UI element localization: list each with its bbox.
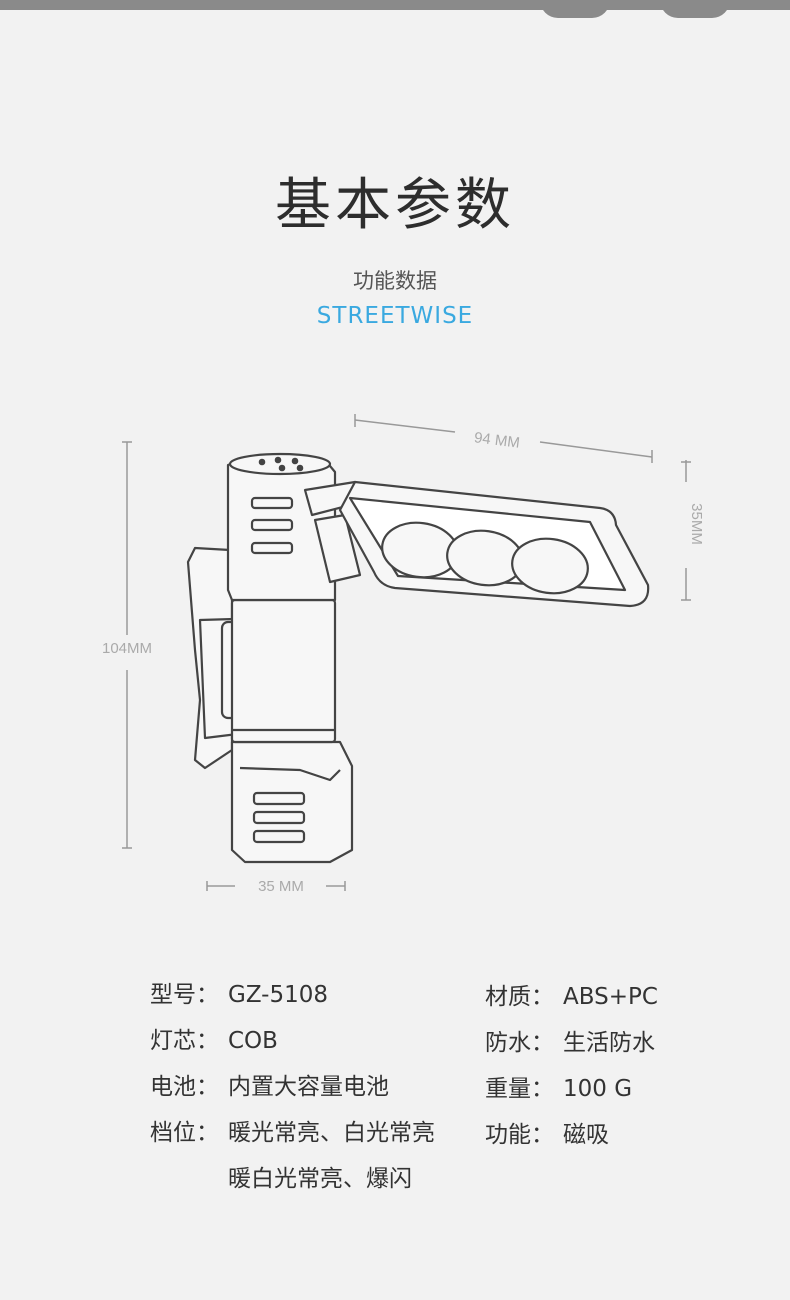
brand-name: STREETWISE: [316, 303, 474, 329]
spec-modes-continued: 暖白光常亮、爆闪: [228, 1159, 412, 1193]
spec-label: 档位：: [150, 1120, 219, 1146]
spec-value: 暖光常亮、白光常亮: [228, 1120, 435, 1146]
spec-label: 重量：: [485, 1076, 554, 1102]
spec-value: 磁吸: [563, 1122, 609, 1148]
product-dimension-drawing: 94 MM 104MM 35MM 35 MM: [102, 414, 705, 895]
top-bar: [0, 0, 790, 10]
spec-value: ABS+PC: [563, 984, 658, 1010]
width-dimension-label: 94 MM: [473, 429, 521, 451]
flashlight-illustration: [186, 452, 650, 864]
spec-value: 暖白光常亮、爆闪: [228, 1166, 412, 1192]
spec-label: 材质：: [485, 984, 554, 1010]
page-title: 基本参数: [275, 173, 515, 238]
height-dimension-label: 104MM: [102, 640, 152, 657]
spec-value: 100 G: [563, 1076, 633, 1102]
spec-value: GZ-5108: [228, 982, 329, 1008]
spec-core: 灯芯： COB: [150, 1021, 278, 1055]
spec-waterproof: 防水： 生活防水: [485, 1023, 655, 1057]
top-decoration: [540, 0, 610, 18]
depth-dimension-label: 35MM: [688, 503, 705, 545]
spec-modes: 档位： 暖光常亮、白光常亮: [150, 1113, 435, 1147]
spec-label: 灯芯：: [150, 1028, 219, 1054]
spec-label: 型号：: [150, 982, 219, 1008]
spec-material: 材质： ABS+PC: [485, 977, 658, 1011]
spec-label: 功能：: [485, 1122, 554, 1148]
spec-label: 防水：: [485, 1030, 554, 1056]
top-decoration: [660, 0, 730, 18]
spec-model: 型号： GZ-5108: [150, 975, 328, 1009]
spec-function: 功能： 磁吸: [485, 1115, 609, 1149]
page-subtitle: 功能数据: [353, 269, 437, 293]
spec-battery: 电池： 内置大容量电池: [150, 1067, 389, 1101]
spec-value: COB: [228, 1028, 278, 1054]
bottom-dimension-label: 35 MM: [258, 878, 304, 895]
spec-value: 生活防水: [563, 1030, 655, 1056]
dimension-lines: [122, 414, 691, 891]
spec-value: 内置大容量电池: [228, 1074, 389, 1100]
spec-label: 电池：: [150, 1074, 219, 1100]
spec-weight: 重量： 100 G: [485, 1069, 632, 1103]
